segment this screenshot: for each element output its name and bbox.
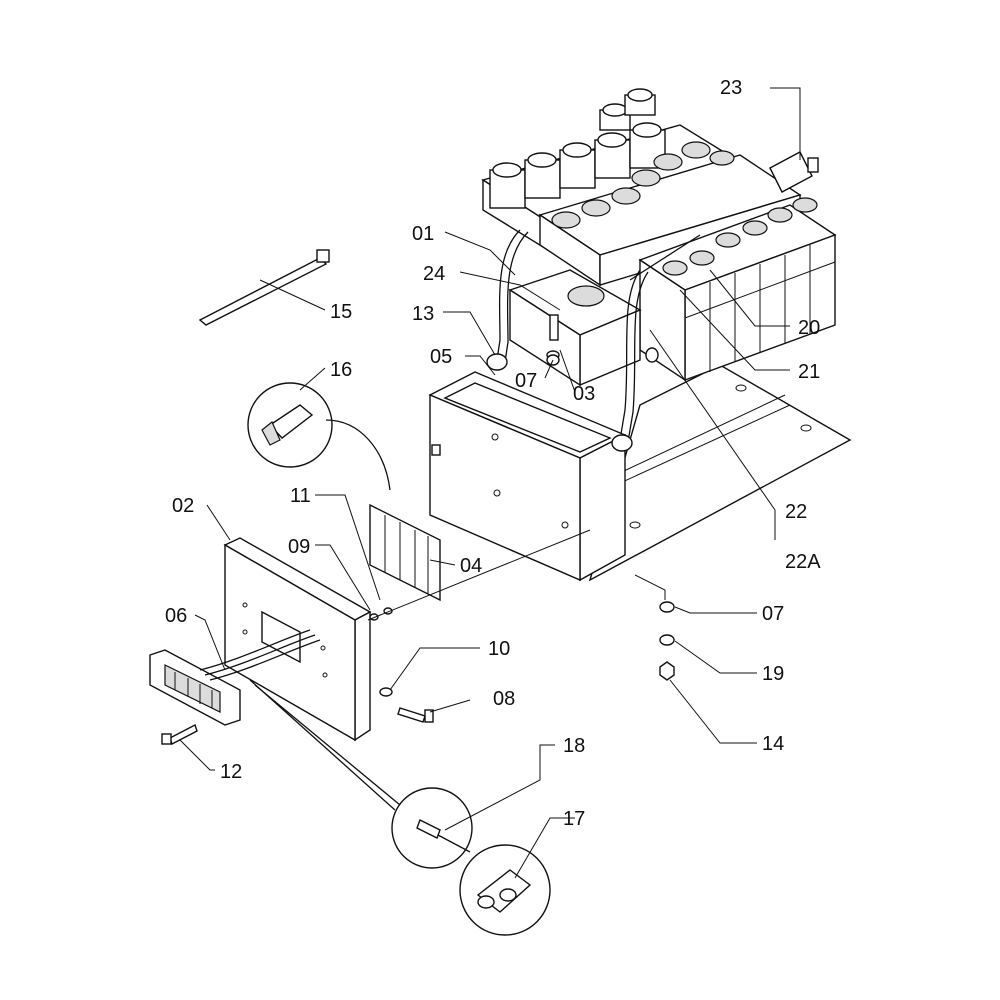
- manifold-block: [508, 269, 659, 387]
- callout-21: 21: [798, 361, 820, 383]
- leader-lines: [179, 87, 801, 879]
- callout-02: 02: [172, 495, 194, 517]
- callout-10: 10: [488, 638, 510, 660]
- detail-circle-17: [459, 844, 551, 936]
- callout-20: 20: [798, 317, 820, 339]
- cable-tie: [198, 249, 330, 326]
- callout-01: 01: [412, 223, 434, 245]
- rear-coils: [489, 88, 666, 209]
- fasteners: [161, 354, 675, 745]
- connector: [149, 629, 321, 726]
- callout-17: 17: [563, 808, 585, 830]
- pressure-switch: [769, 151, 819, 193]
- detail-circle-18: [249, 679, 473, 869]
- callout-24: 24: [423, 263, 445, 285]
- callout-03: 03: [573, 383, 595, 405]
- callout-22A: 22A: [785, 551, 821, 573]
- callout-18: 18: [563, 735, 585, 757]
- callout-11: 11: [290, 485, 311, 507]
- callout-22: 22: [785, 501, 807, 523]
- callout-13: 13: [412, 303, 434, 325]
- enclosure-box: [428, 353, 633, 582]
- callout-05: 05: [430, 346, 452, 368]
- callout-15: 15: [330, 301, 352, 323]
- callout-04: 04: [460, 555, 482, 577]
- callout-12: 12: [220, 761, 242, 783]
- callout-labels: 23 01 24 15 13 05 07 03 20 21 16 22 22A …: [165, 77, 821, 830]
- terminal-strip: [369, 503, 441, 602]
- callout-06: 06: [165, 605, 187, 627]
- callout-23: 23: [720, 77, 742, 99]
- callout-07-upper: 07: [515, 370, 537, 392]
- front-panel: [223, 537, 372, 742]
- callout-16: 16: [330, 359, 352, 381]
- callout-19: 19: [762, 663, 784, 685]
- callout-14: 14: [762, 733, 784, 755]
- detail-circle-16: [247, 382, 391, 491]
- base-plate: [588, 364, 852, 582]
- callout-09: 09: [288, 536, 310, 558]
- tubing: [496, 229, 701, 443]
- callout-07-lower: 07: [762, 603, 784, 625]
- callout-08: 08: [493, 688, 515, 710]
